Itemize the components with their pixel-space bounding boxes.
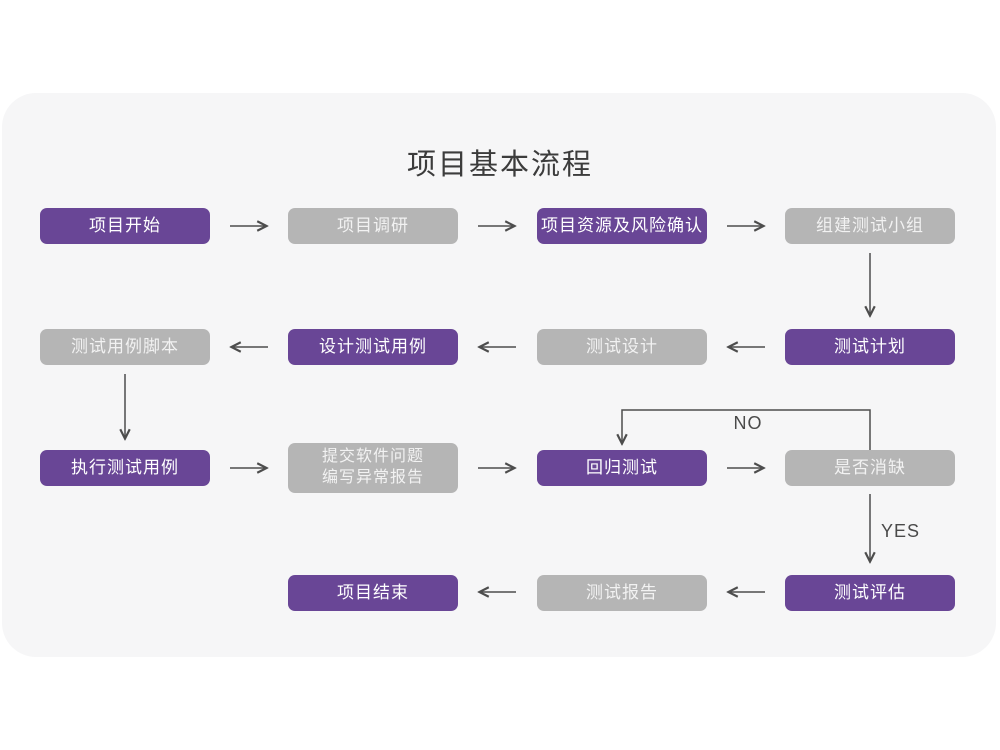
flow-node-test-report: 测试报告 (537, 575, 707, 611)
flow-node-test-design: 测试设计 (537, 329, 707, 365)
page-title: 项目基本流程 (406, 149, 593, 181)
flow-node-design-test-cases: 设计测试用例 (288, 329, 458, 365)
flow-node-test-evaluation: 测试评估 (785, 575, 955, 611)
flow-node-submit-issue-report: 提交软件问题 编写异常报告 (288, 443, 458, 493)
branch-label-yes: YES (881, 521, 921, 541)
flow-node-resource-risk: 项目资源及风险确认 (537, 208, 707, 244)
flow-node-project-start: 项目开始 (40, 208, 210, 244)
flowchart-card-background (2, 93, 996, 657)
flow-node-run-test-cases: 执行测试用例 (40, 450, 210, 486)
flow-node-test-plan: 测试计划 (785, 329, 955, 365)
flow-node-project-research: 项目调研 (288, 208, 458, 244)
flow-node-project-end: 项目结束 (288, 575, 458, 611)
flow-node-defect-cleared: 是否消缺 (785, 450, 955, 486)
flow-node-regression-test: 回归测试 (537, 450, 707, 486)
flow-node-test-case-script: 测试用例脚本 (40, 329, 210, 365)
flow-node-build-test-team: 组建测试小组 (785, 208, 955, 244)
branch-label-no: NO (733, 413, 763, 433)
